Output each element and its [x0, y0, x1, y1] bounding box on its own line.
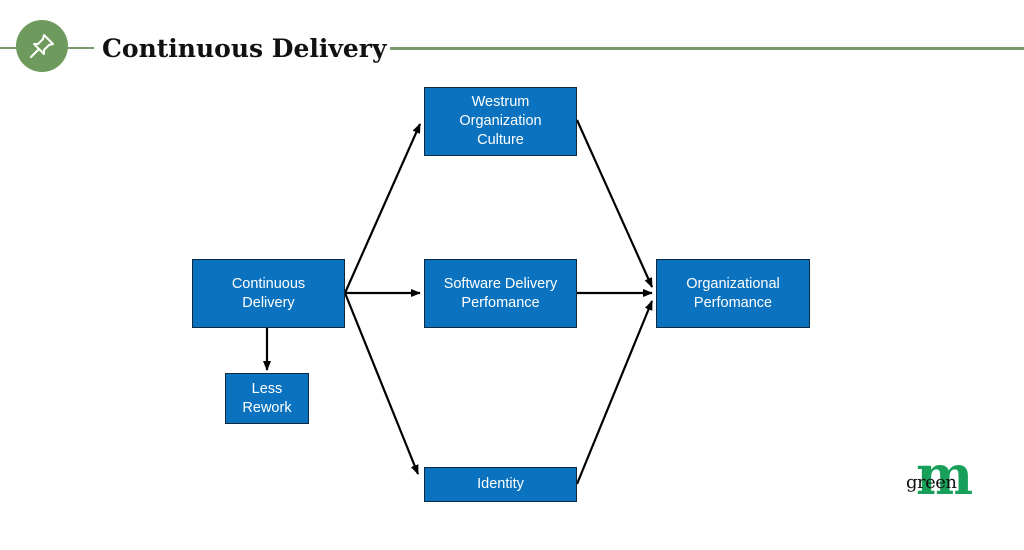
- header-rule-right: [390, 47, 1024, 50]
- node-label-line: Identity: [477, 476, 524, 492]
- logo-wordmark: green: [906, 472, 957, 493]
- node-software-delivery-performance: Software Delivery Perfomance: [424, 259, 577, 328]
- node-label-line: Rework: [242, 399, 292, 416]
- node-label-line: Organizational: [686, 275, 780, 292]
- node-label-line: Organization: [459, 113, 542, 129]
- logo-mark: m: [916, 443, 974, 507]
- green-m-logo: m green: [904, 448, 996, 504]
- node-identity: Identity: [424, 467, 577, 502]
- edge-culture-to-org: [575, 119, 654, 288]
- node-label-line: Westrum: [471, 94, 530, 110]
- edge-cd-to-identity: [343, 292, 420, 475]
- node-less-rework: Less Rework: [225, 373, 309, 424]
- node-label-line: Software Delivery: [443, 275, 558, 292]
- node-label-line: Perfomance: [461, 294, 540, 311]
- node-label-line: Less: [251, 380, 283, 397]
- pushpin-icon: [16, 20, 68, 72]
- node-label-line: Perfomance: [693, 294, 773, 311]
- node-continuous-delivery: Continuous Delivery: [192, 259, 345, 328]
- node-label-line: Delivery: [242, 294, 295, 311]
- edge-cd-to-culture: [343, 123, 422, 294]
- node-label-line: Culture: [477, 132, 524, 148]
- node-organizational-performance: Organizational Perfomance: [656, 259, 810, 328]
- node-label-line: Continuous: [231, 275, 306, 292]
- node-westrum-culture: Westrum Organization Culture: [424, 87, 577, 156]
- page-title: Continuous Delivery: [102, 34, 387, 63]
- edge-identity-to-org: [575, 300, 654, 485]
